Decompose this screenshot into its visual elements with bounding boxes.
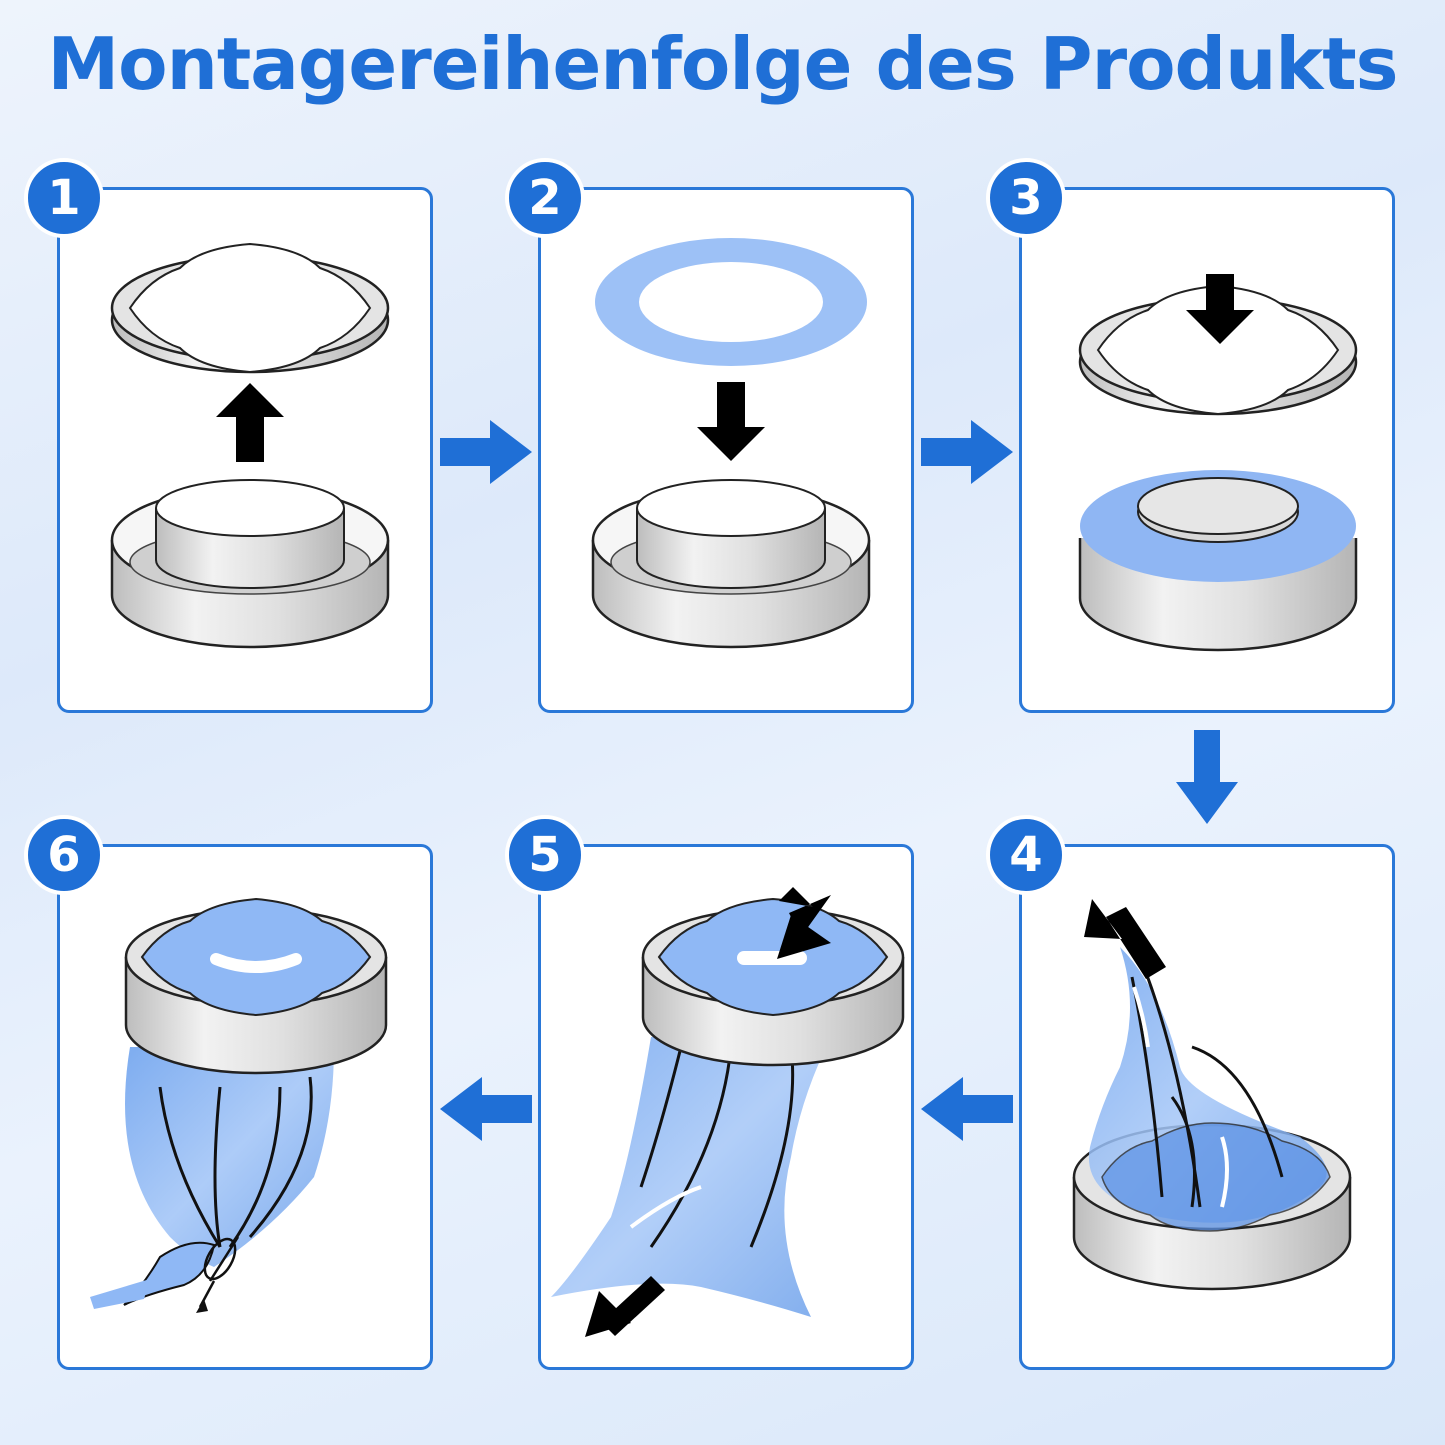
step-1-panel bbox=[57, 187, 433, 713]
step-5-panel bbox=[538, 844, 914, 1370]
arrow-5-to-6 bbox=[440, 1077, 532, 1141]
step-4-badge: 4 bbox=[986, 815, 1066, 895]
page-title: Montagereihenfolge des Produkts bbox=[47, 22, 1398, 106]
step-2-illustration bbox=[591, 238, 871, 649]
arrow-3-to-4 bbox=[1176, 730, 1238, 824]
step-1-badge: 1 bbox=[24, 158, 104, 238]
arrow-1-to-2 bbox=[440, 420, 532, 484]
step-6-illustration bbox=[90, 897, 388, 1313]
step-1-illustration bbox=[110, 242, 390, 649]
step-2-panel bbox=[538, 187, 914, 713]
step-4-illustration bbox=[1072, 899, 1352, 1291]
step-2-badge: 2 bbox=[505, 158, 585, 238]
step-4-panel bbox=[1019, 844, 1395, 1370]
arrow-4-to-5 bbox=[921, 1077, 1013, 1141]
step-5-illustration bbox=[551, 887, 905, 1337]
step-6-badge: 6 bbox=[24, 815, 104, 895]
step-6-panel bbox=[57, 844, 433, 1370]
step-3-badge: 3 bbox=[986, 158, 1066, 238]
step-3-panel bbox=[1019, 187, 1395, 713]
step-5-badge: 5 bbox=[505, 815, 585, 895]
step-3-illustration bbox=[1078, 274, 1358, 652]
arrow-2-to-3 bbox=[921, 420, 1013, 484]
